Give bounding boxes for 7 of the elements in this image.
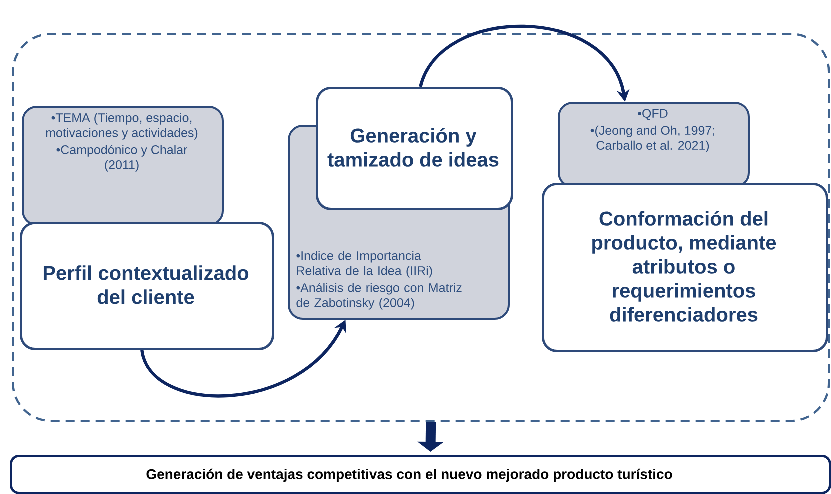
method-box: •QFD •(Jeong and Oh, 1997; Carballo et al. 2021) [558,102,750,188]
step-box: Generación y tamizado de ideas [316,87,514,210]
step-box: Conformación del producto, mediante atributos o requerimientos diferenciadores [542,183,828,352]
method-box: •TEMA (Tiempo, espacio, motivaciones y actividades) •Campodónico y Chalar (2011) [22,106,224,226]
dashed-group-frame [12,33,830,422]
result-box: Generación de ventajas competitivas con el nuevo mejorado producto turístico [10,455,831,494]
step-box: Perfil contextualizado del cliente [20,222,274,350]
